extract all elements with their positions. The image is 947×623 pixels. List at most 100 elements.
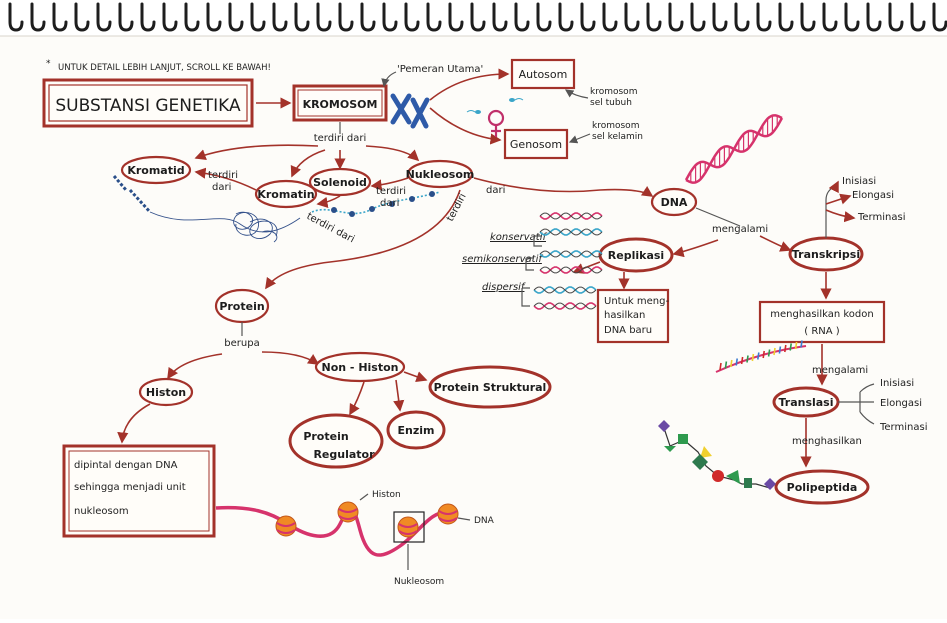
node-kromosom: KROMOSOM — [292, 84, 388, 122]
arrow-kromosom-autosom — [429, 68, 510, 101]
spiral-ring — [206, 2, 222, 32]
chromatin-fiber-icon — [149, 211, 301, 243]
mini-helix-strand — [533, 286, 597, 294]
rna-box: menghasilkan kodon ( RNA ) — [758, 300, 886, 344]
node-kromatid: Kromatid — [120, 155, 192, 185]
node-protein-regulator-line2: Regulator — [313, 448, 375, 461]
node-replikasi-label: Replikasi — [608, 249, 664, 262]
rna-base — [746, 355, 749, 363]
arrow-solenoid-kromatin — [316, 195, 341, 208]
spiral-ring — [734, 2, 750, 32]
label-dna-diagram: DNA — [474, 516, 495, 526]
edge-label-terdiri-dari-kromosom: terdiri dari — [314, 133, 367, 144]
spiral-ring — [910, 2, 926, 32]
edge-label-dari-dna: dari — [486, 185, 505, 196]
arrow-dna-replikasi — [672, 239, 719, 258]
dna-helix-icon — [684, 114, 784, 184]
chromatid-strand-icon — [112, 175, 152, 214]
mini-helix-strand — [539, 228, 603, 236]
node-dna-label: DNA — [661, 196, 688, 209]
edge-label-menghasilkan: menghasilkan — [792, 436, 862, 447]
arrow-dna-transkripsi — [759, 235, 792, 252]
node-enzim: Enzim — [386, 410, 446, 450]
spiral-ring — [140, 2, 156, 32]
edge-label-mengalami-rna: mengalami — [812, 365, 868, 376]
solenoid-fiber-icon — [311, 191, 441, 217]
spiral-ring — [250, 2, 266, 32]
spiral-ring — [426, 2, 442, 32]
rna-base — [794, 341, 798, 350]
edge-label-terdiri-protein: terdiri — [445, 192, 469, 224]
replikasi-box-line3: DNA baru — [604, 325, 652, 336]
rna-base — [730, 359, 733, 368]
spiral-ring — [162, 2, 178, 32]
node-kromatin: Kromatin — [254, 179, 318, 209]
edge-label-terdiri-dari-solenoid: terdiri dari — [305, 211, 357, 245]
spiral-ring — [492, 2, 508, 32]
rna-strand-icon — [715, 340, 807, 373]
spiral-ring — [30, 2, 46, 32]
node-nukleosom-label: Nukleosom — [406, 168, 475, 181]
node-replikasi: Replikasi — [598, 237, 674, 273]
transkripsi-stage-2: Elongasi — [852, 190, 894, 201]
spiral-ring — [382, 2, 398, 32]
edge-label-dari-kromatin: dari — [212, 182, 231, 193]
spiral-ring — [888, 2, 904, 32]
rna-base — [719, 362, 722, 371]
rna-base — [778, 346, 782, 354]
replikasi-box-line2: hasilkan — [604, 310, 645, 321]
rna-base — [800, 340, 803, 348]
node-non-histon-label: Non - Histon — [322, 361, 399, 374]
node-autosom-label: Autosom — [519, 68, 568, 81]
spiral-ring — [844, 2, 860, 32]
rna-box-line2: ( RNA ) — [804, 326, 840, 337]
spiral-ring — [404, 2, 420, 32]
arrow-kromosom-kromatid — [194, 144, 319, 160]
node-solenoid-label: Solenoid — [313, 176, 367, 189]
arrow-protein-histon — [167, 353, 223, 380]
rna-base — [751, 353, 755, 362]
model-semikonservatif: semikonservatif — [462, 254, 543, 265]
spiral-ring — [778, 2, 794, 32]
rna-base — [789, 343, 792, 351]
node-polipeptida-label: Polipeptida — [787, 481, 858, 494]
node-nukleosom: Nukleosom — [406, 159, 475, 189]
node-kromatid-label: Kromatid — [127, 164, 184, 177]
node-translasi: Translasi — [772, 386, 840, 418]
translasi-stage-3: Terminasi — [879, 422, 927, 433]
node-protein-struktural-label: Protein Struktural — [434, 381, 547, 394]
spiral-ring — [536, 2, 552, 32]
spiral-ring — [338, 2, 354, 32]
model-konservatif: konservatif — [490, 232, 547, 243]
spiral-ring — [558, 2, 574, 32]
chromosome-icon — [390, 93, 430, 129]
rna-box-line1: menghasilkan kodon — [770, 309, 873, 320]
mini-helix-strand — [539, 266, 603, 274]
node-translasi-label: Translasi — [778, 396, 833, 409]
arrow-kromosom-genosom — [429, 107, 502, 145]
spiral-ring — [690, 2, 706, 32]
spiral-ring — [624, 2, 640, 32]
edge-label-terdiri-kromatin: terdiri — [208, 170, 238, 181]
sperm-icon — [466, 98, 524, 114]
transkripsi-stage-1: Inisiasi — [842, 176, 876, 187]
spiral-ring — [756, 2, 772, 32]
rna-base — [767, 349, 771, 357]
node-protein-regulator-line1: Protein — [303, 430, 348, 443]
spiral-ring — [932, 2, 947, 32]
node-solenoid: Solenoid — [308, 167, 372, 197]
nucleosome-fiber-illustration: Histon DNA Nukleosom — [215, 490, 495, 587]
title-box: SUBSTANSI GENETIKA — [42, 78, 254, 128]
title: SUBSTANSI GENETIKA — [55, 96, 241, 116]
label-nukleosom-diagram: Nukleosom — [394, 577, 444, 587]
node-genosom-label: Genosom — [510, 138, 562, 151]
spiral-ring — [184, 2, 200, 32]
node-protein-label: Protein — [219, 300, 264, 313]
header-note: UNTUK DETAIL LEBIH LANJUT, SCROLL KE BAW… — [58, 63, 271, 73]
spiral-ring — [580, 2, 596, 32]
node-polipeptida: Polipeptida — [774, 469, 870, 505]
autosom-desc-line2: sel tubuh — [590, 98, 632, 108]
rna-base — [773, 347, 776, 356]
